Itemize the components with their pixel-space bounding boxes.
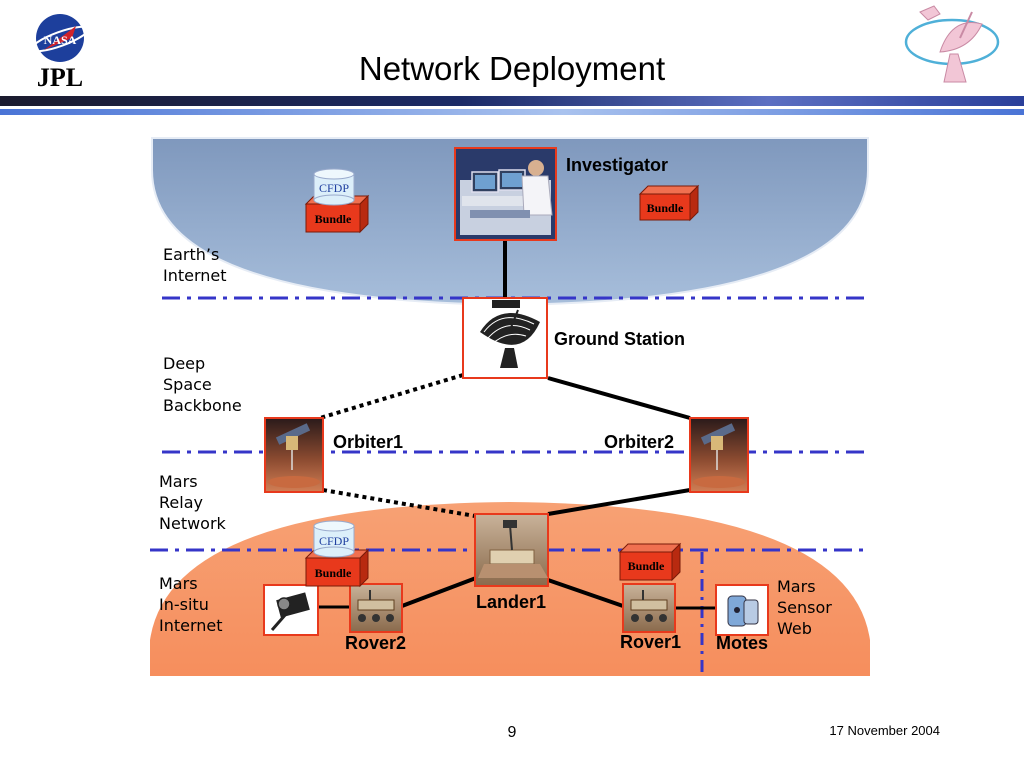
lander1-node [474,513,549,587]
mars-bundle-right-label: Bundle [628,559,665,573]
link-groundstation-orbiter1 [319,373,464,420]
jpl-logo-text: JPL [37,63,83,88]
node-label-lander1: Lander1 [476,592,547,612]
mars-cfdp-bundle-stack: CFDP Bundle [304,520,370,588]
orbiter2-node [689,417,749,493]
earth-cfdp-label: CFDP [319,181,349,195]
link-orbiter2-lander1 [547,488,691,516]
link-rover2-lander1 [401,576,477,608]
node-label-orbiter1: Orbiter1 [333,432,404,452]
region-label-mars-sensor-web: Mars Sensor Web [777,577,832,638]
header-band-bottom [0,109,1024,115]
mars-bundle-label: Bundle [315,566,352,580]
earth-bundle-label: Bundle [315,212,352,226]
link-lander1-rover1 [547,578,624,608]
region-label-mars-relay-network: Mars Relay Network [159,472,226,533]
header-band-top [0,96,1024,106]
node-label-rover1: Rover1 [620,632,682,652]
earth-cfdp-bundle-stack: CFDP Bundle [304,168,370,234]
region-label-earth-internet: Earth’s Internet [163,245,227,285]
nasa-logo-text: NASA [44,33,77,47]
node-label-orbiter2: Orbiter2 [604,432,675,452]
slide-title: Network Deployment [358,50,666,87]
node-label-rover2: Rover2 [345,633,407,653]
rover2-node [349,583,403,633]
region-label-mars-insitu-internet: Mars In-situ Internet [159,574,223,635]
mars-cfdp-label: CFDP [319,534,349,548]
mars-bundle-right: Bundle [618,542,682,582]
page-number: 9 [507,724,517,741]
earth-bundle-right: Bundle [638,184,700,222]
investigator-node [454,147,557,241]
slide-date: 17 November 2004 [829,723,940,738]
node-label-motes: Motes [716,633,769,653]
motes-node [715,584,769,636]
rover1-node [622,583,676,633]
region-label-deep-space-backbone: Deep Space Backbone [163,354,242,415]
ground-station-node [462,297,548,379]
link-groundstation-orbiter2 [547,376,691,420]
camera-sensor-node [263,584,319,636]
nasa-jpl-logo: NASA JPL [14,8,104,92]
link-orbiter1-lander1 [322,488,476,518]
node-label-ground-station: Ground Station [554,329,685,349]
node-label-investigator: Investigator [566,155,669,175]
orbiter1-node [264,417,324,493]
antenna-emblem-icon [900,2,1010,90]
earth-bundle-right-label: Bundle [647,201,684,215]
